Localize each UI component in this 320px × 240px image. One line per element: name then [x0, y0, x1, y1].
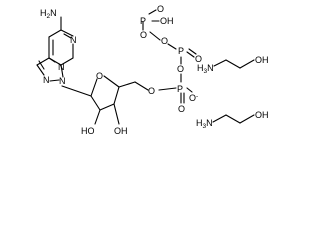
ethanolamine-1-ammonium-label: H3N: [197, 63, 214, 75]
molecule-svg: H2N N N N N O HO OH O P O- O O P O O P O…: [36, 4, 269, 136]
ethanolamine-2-ammonium-label: H3N: [196, 118, 213, 130]
ethanolamine-1-hydroxyl-label: OH: [255, 55, 269, 65]
adenine-n9-label: N: [59, 76, 66, 86]
ethanolamine-bonds: [212, 59, 255, 124]
p-alpha-label: P: [177, 84, 183, 94]
bridge-oxygen-2-label: O: [161, 36, 168, 46]
adenine-n3-label: N: [58, 62, 65, 72]
p-alpha-oxygen-label: O-: [189, 93, 198, 103]
p-alpha-double-oxygen-label: O: [178, 104, 185, 114]
adenine-bonds: [36, 16, 74, 82]
ester-oxygen-label: O: [148, 86, 155, 96]
ribose-2-hydroxyl-label: HO: [81, 126, 95, 136]
adenine-n1-label: N: [70, 35, 77, 45]
p-gamma-oxygen-label: O: [140, 30, 147, 40]
p-gamma-hydroxyl-label: OH: [160, 16, 174, 26]
chemical-structure-diagram: H2N N N N N O HO OH O P O- O O P O O P O…: [36, 4, 269, 136]
ethanolamine-2-hydroxyl-label: OH: [255, 110, 269, 120]
ribose-ring-o-label: O: [96, 71, 103, 81]
p-gamma-top-oxygen-label: O: [157, 4, 164, 14]
ribose-bonds: [61, 75, 149, 125]
phosphate-bonds: [142, 9, 197, 104]
adenine-n7-label: N: [43, 75, 50, 85]
p-beta-label: P: [178, 46, 184, 56]
ribose-3-hydroxyl-label: OH: [114, 126, 128, 136]
amino-label: H2N: [40, 8, 57, 20]
bridge-oxygen-1-label: O: [177, 64, 184, 74]
p-beta-oxygen-label: O: [195, 54, 202, 64]
p-gamma-label: P: [140, 16, 146, 26]
